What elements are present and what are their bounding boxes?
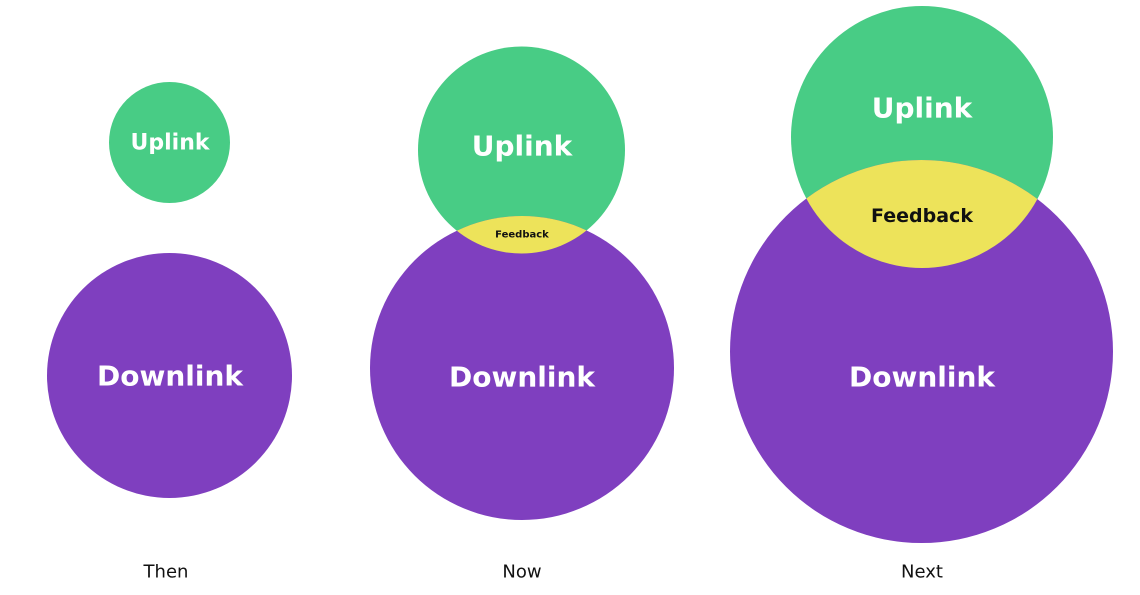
- uplink-label: Uplink: [872, 92, 974, 125]
- feedback-label: Feedback: [495, 230, 549, 241]
- uplink-circle: [109, 82, 230, 203]
- caption-now: Now: [502, 562, 541, 583]
- caption-then: Then: [143, 562, 189, 583]
- downlink-label: Downlink: [97, 360, 244, 393]
- downlink-circle: [730, 160, 1113, 543]
- uplink-label: Uplink: [472, 130, 574, 163]
- feedback-label: Feedback: [871, 205, 973, 227]
- downlink-label: Downlink: [449, 361, 596, 394]
- panel-then: Uplink Downlink Then: [47, 82, 292, 583]
- panel-now: Uplink Feedback Downlink Now: [370, 46, 674, 583]
- downlink-label: Downlink: [849, 361, 996, 394]
- downlink-circle: [47, 253, 292, 498]
- uplink-label: Uplink: [131, 131, 211, 156]
- uplink-circle: [418, 46, 625, 254]
- panel-next: Uplink Feedback Downlink Next: [730, 6, 1113, 583]
- caption-next: Next: [901, 562, 943, 583]
- downlink-circle: [370, 216, 674, 520]
